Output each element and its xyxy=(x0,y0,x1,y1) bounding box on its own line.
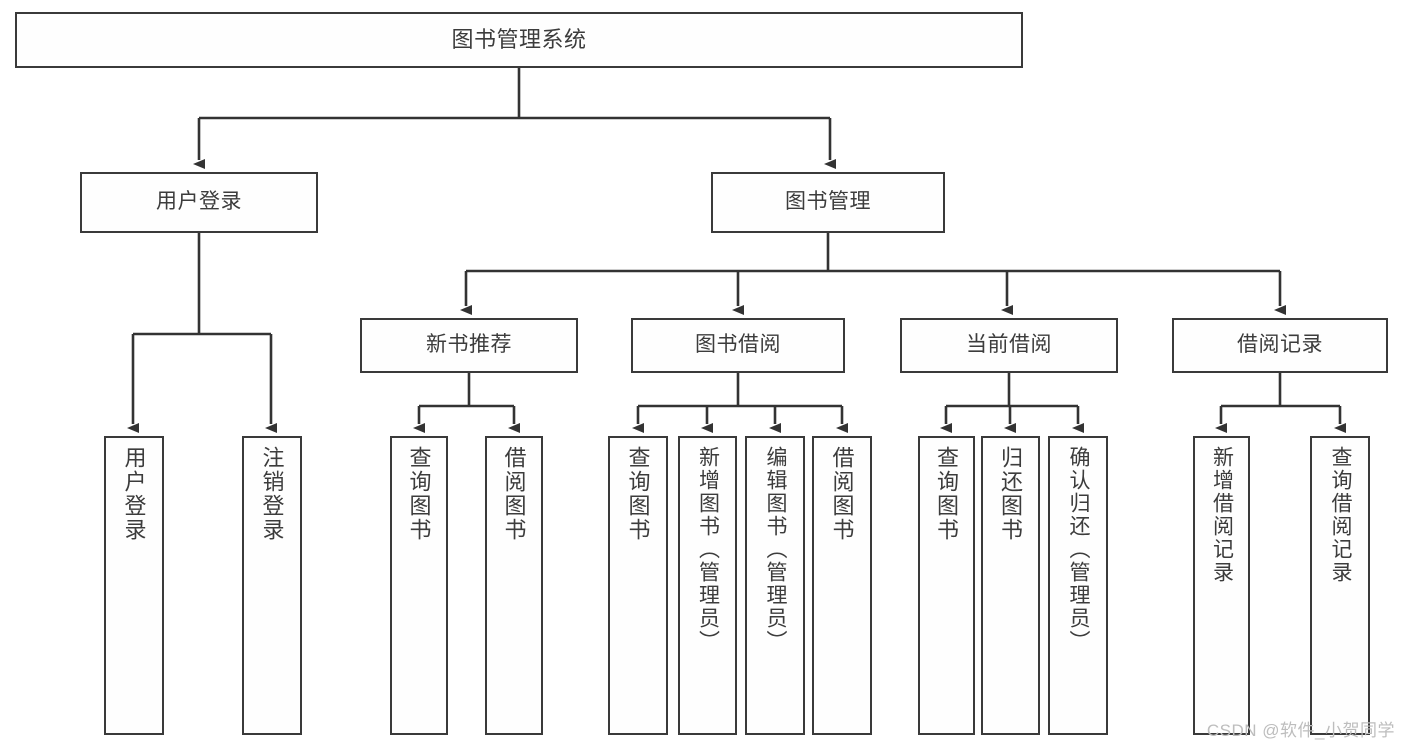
node-leaf-logout[interactable]: 注销登录 xyxy=(242,436,302,735)
node-leaf-add-book-admin[interactable]: 新增图书（管理员） xyxy=(678,436,737,735)
node-leaf-return-book[interactable]: 归还图书 xyxy=(981,436,1040,735)
node-root-label: 图书管理系统 xyxy=(451,27,587,53)
node-user-login[interactable]: 用户登录 xyxy=(80,172,318,233)
node-leaf-user-login[interactable]: 用户登录 xyxy=(104,436,164,735)
node-borrow-record-label: 借阅记录 xyxy=(1237,333,1323,357)
node-leaf-return-book-label: 归还图书 xyxy=(998,446,1024,542)
node-leaf-user-login-label: 用户登录 xyxy=(121,446,147,542)
node-leaf-query-borrow-record-label: 查询借阅记录 xyxy=(1329,446,1353,584)
node-leaf-borrow-book[interactable]: 借阅图书 xyxy=(812,436,872,735)
node-new-book-rec-label: 新书推荐 xyxy=(426,333,512,357)
node-book-borrow[interactable]: 图书借阅 xyxy=(631,318,845,373)
node-current-borrow-label: 当前借阅 xyxy=(966,333,1052,357)
node-leaf-logout-label: 注销登录 xyxy=(259,446,285,542)
node-leaf-query-book-rec-label: 查询图书 xyxy=(406,446,432,542)
node-leaf-edit-book-admin[interactable]: 编辑图书（管理员） xyxy=(745,436,805,735)
node-root[interactable]: 图书管理系统 xyxy=(15,12,1023,68)
node-book-borrow-label: 图书借阅 xyxy=(695,333,781,357)
node-book-manage-label: 图书管理 xyxy=(785,190,871,214)
node-leaf-borrow-book-rec[interactable]: 借阅图书 xyxy=(485,436,543,735)
node-leaf-query-book-borrow[interactable]: 查询图书 xyxy=(608,436,668,735)
node-user-login-label: 用户登录 xyxy=(156,190,242,214)
node-leaf-add-borrow-record[interactable]: 新增借阅记录 xyxy=(1193,436,1250,735)
node-leaf-add-borrow-record-label: 新增借阅记录 xyxy=(1210,446,1234,584)
node-leaf-borrow-book-label: 借阅图书 xyxy=(829,446,855,542)
node-current-borrow[interactable]: 当前借阅 xyxy=(900,318,1118,373)
node-leaf-query-borrow-record[interactable]: 查询借阅记录 xyxy=(1310,436,1370,735)
node-leaf-add-book-admin-label: 新增图书（管理员） xyxy=(696,446,720,653)
node-leaf-confirm-return-admin-label: 确认归还（管理员） xyxy=(1067,446,1091,653)
node-leaf-query-book-cur[interactable]: 查询图书 xyxy=(918,436,975,735)
node-leaf-confirm-return-admin[interactable]: 确认归还（管理员） xyxy=(1048,436,1108,735)
node-book-manage[interactable]: 图书管理 xyxy=(711,172,945,233)
watermark: CSDN @软件_小贺同学 xyxy=(1206,721,1395,740)
node-leaf-borrow-book-rec-label: 借阅图书 xyxy=(501,446,527,542)
node-leaf-query-book-cur-label: 查询图书 xyxy=(934,446,960,542)
node-borrow-record[interactable]: 借阅记录 xyxy=(1172,318,1388,373)
node-leaf-query-book-borrow-label: 查询图书 xyxy=(625,446,651,542)
node-new-book-rec[interactable]: 新书推荐 xyxy=(360,318,578,373)
node-leaf-edit-book-admin-label: 编辑图书（管理员） xyxy=(764,446,788,653)
node-leaf-query-book-rec[interactable]: 查询图书 xyxy=(390,436,448,735)
